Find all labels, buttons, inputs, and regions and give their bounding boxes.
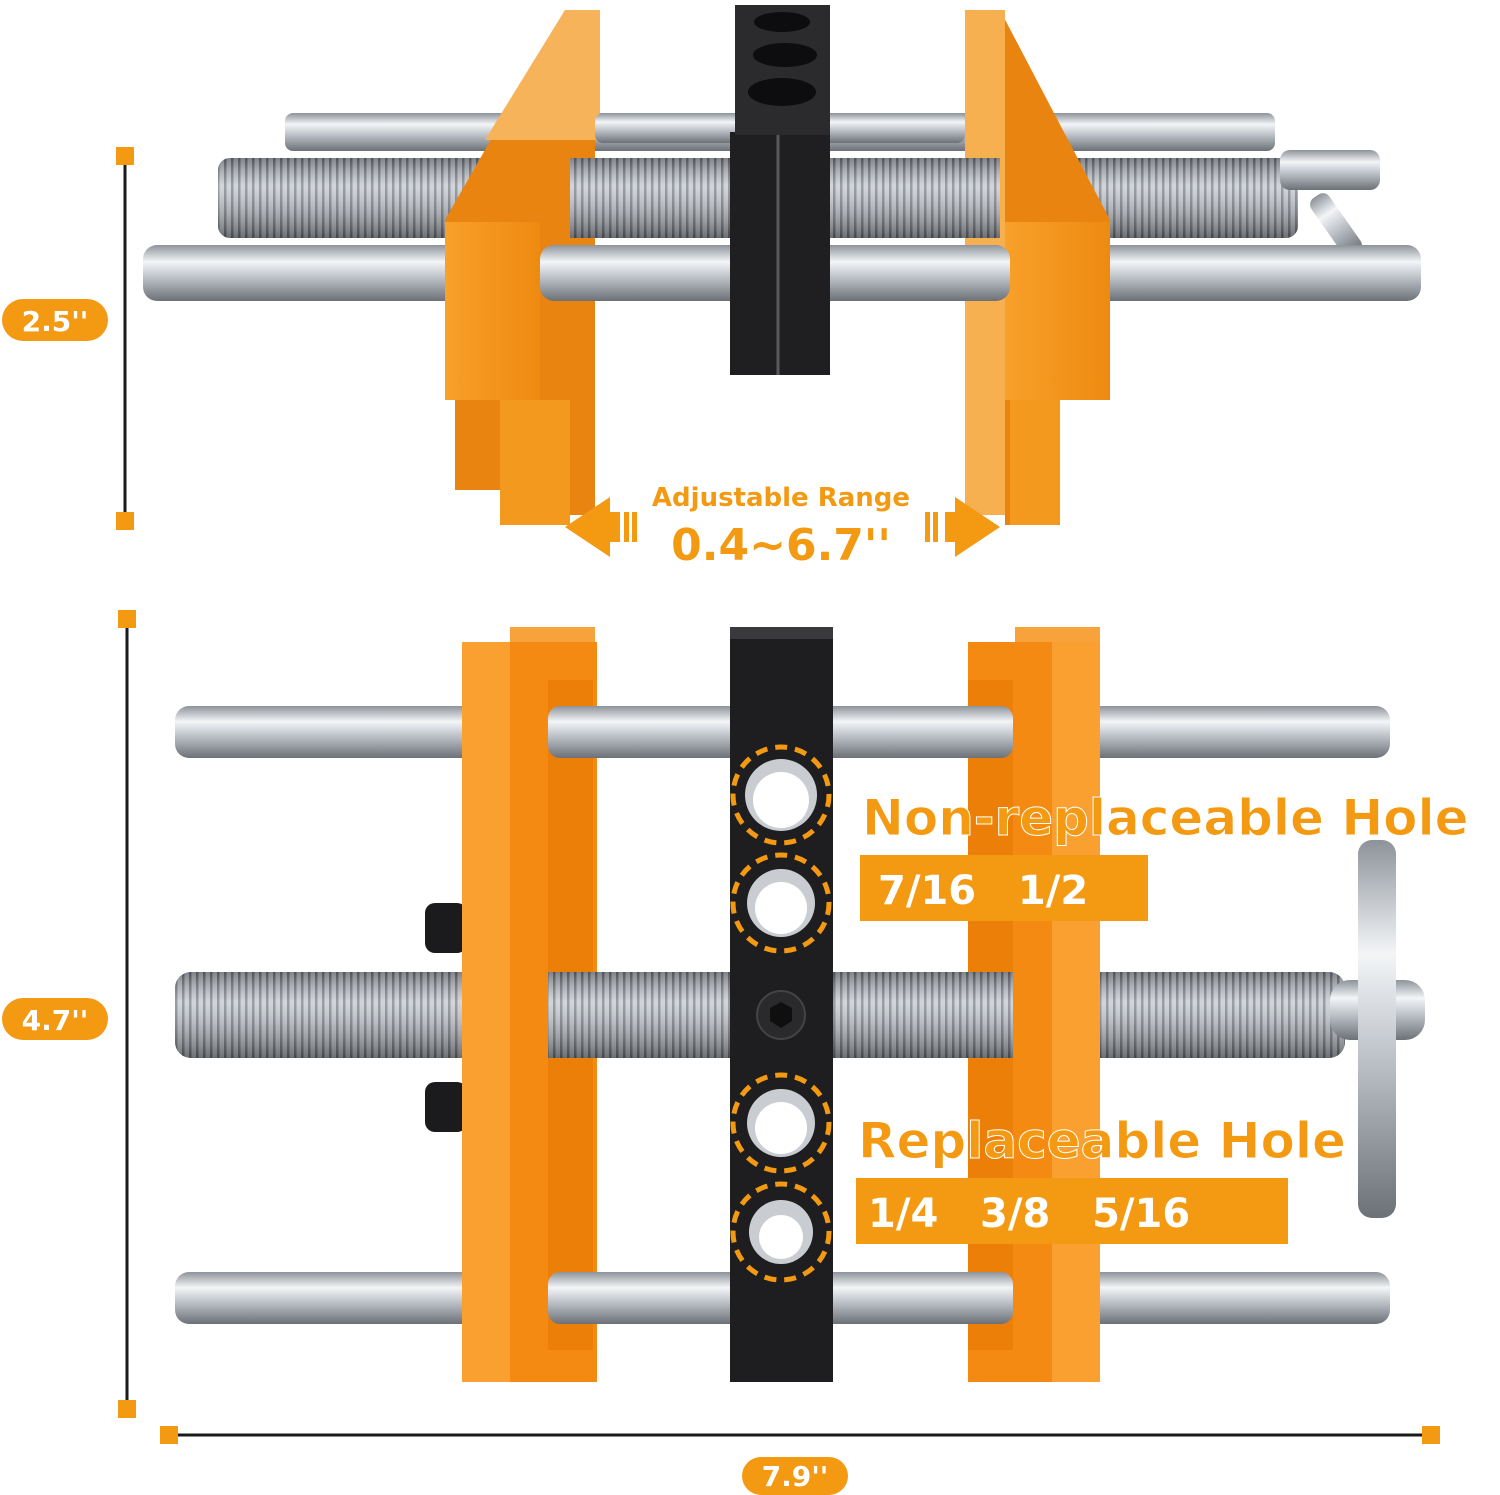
bottom-view (175, 627, 1425, 1382)
width-badge (742, 1457, 848, 1495)
hole-1-4 (730, 1072, 832, 1174)
arrow-right-icon (945, 497, 1000, 557)
non-replaceable-callout: Non-replaceable Hole 7/16 1/2 (860, 789, 1469, 921)
hole-3-8 (730, 1181, 832, 1283)
t-handle (1280, 150, 1380, 190)
non-replaceable-sizes-box (860, 855, 1148, 921)
height-bottom-label: 4.7'' (22, 1004, 89, 1037)
replaceable-sizes: 1/4 3/8 5/16 (868, 1191, 1190, 1237)
adjustable-range-value: 0.4~6.7'' (671, 520, 891, 571)
hole-7-16 (730, 744, 832, 846)
height-top-label: 2.5'' (22, 305, 89, 338)
dowel-jig-block (730, 627, 833, 1382)
hex-screw-icon (756, 990, 806, 1040)
arrow-left-icon (565, 497, 620, 557)
handle-crossbar (1358, 840, 1396, 1218)
adjustable-range-callout: Adjustable Range 0.4~6.7'' (565, 483, 1000, 571)
left-jaw (445, 10, 600, 525)
height-top-badge (2, 299, 108, 341)
knob-lower (425, 1082, 467, 1132)
hole-1-2 (730, 852, 832, 954)
height-dimension-bottom: 4.7'' (2, 610, 136, 1418)
knob-upper (425, 903, 467, 953)
height-dimension-top: 2.5'' (2, 147, 134, 530)
width-label: 7.9'' (762, 1460, 829, 1493)
replaceable-callout: Replaceable Hole 1/4 3/8 5/16 (856, 1112, 1346, 1244)
non-replaceable-sizes: 7/16 1/2 (878, 868, 1088, 914)
width-dimension: 7.9'' (160, 1426, 1440, 1495)
top-view (143, 5, 1421, 525)
height-bottom-badge (2, 998, 108, 1040)
replaceable-sizes-box (856, 1178, 1288, 1244)
non-replaceable-title: Non-replaceable Hole (862, 789, 1469, 847)
dowel-block (730, 5, 830, 375)
adjustable-range-label: Adjustable Range (652, 483, 910, 513)
replaceable-title: Replaceable Hole (858, 1112, 1346, 1170)
